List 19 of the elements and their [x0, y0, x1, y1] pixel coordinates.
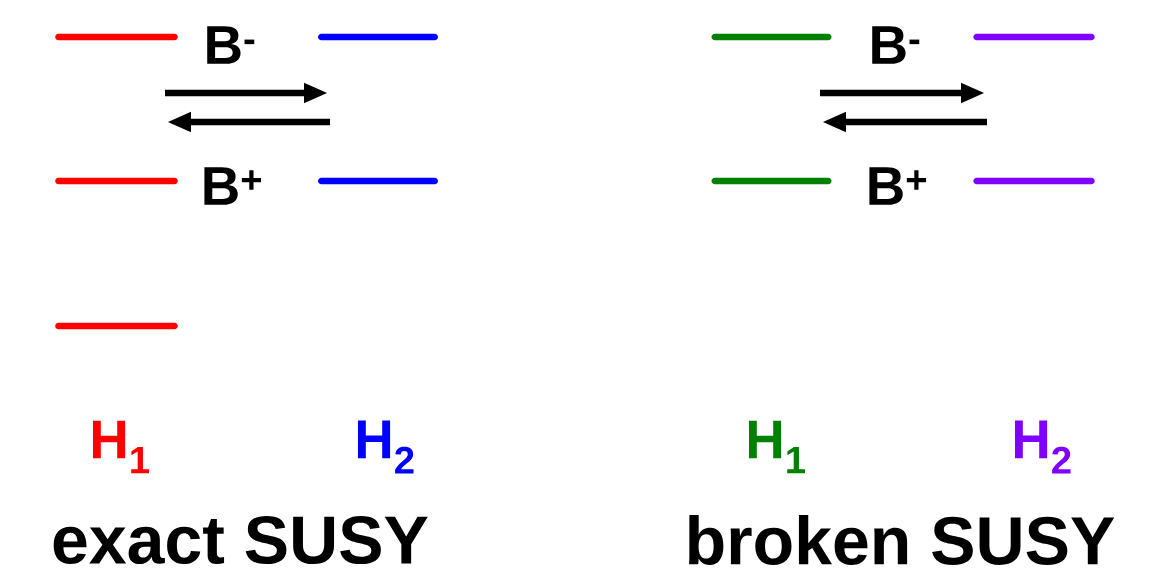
energy-level [973, 177, 1095, 185]
panel-title: exact SUSY [53, 515, 428, 565]
energy-level [55, 33, 178, 41]
column-label: H$_{2}$ [1014, 420, 1071, 474]
energy-level [973, 33, 1095, 41]
column-label: H$_{1}$ [92, 420, 149, 474]
energy-level [55, 322, 178, 330]
column-label: H$_{1}$ [748, 420, 805, 474]
energy-level [318, 177, 438, 185]
energy-level [711, 177, 832, 185]
panel-title: broken SUSY [689, 515, 1115, 565]
level-label: B$^{-}$ [872, 26, 920, 64]
level-label: B$^{+}$ [869, 167, 927, 205]
column-label: H$_{2}$ [357, 420, 414, 474]
level-label: B$^{-}$ [207, 26, 255, 64]
energy-level [55, 177, 178, 185]
energy-level [711, 33, 832, 41]
level-label: B$^{+}$ [204, 167, 262, 205]
energy-level [318, 33, 438, 41]
